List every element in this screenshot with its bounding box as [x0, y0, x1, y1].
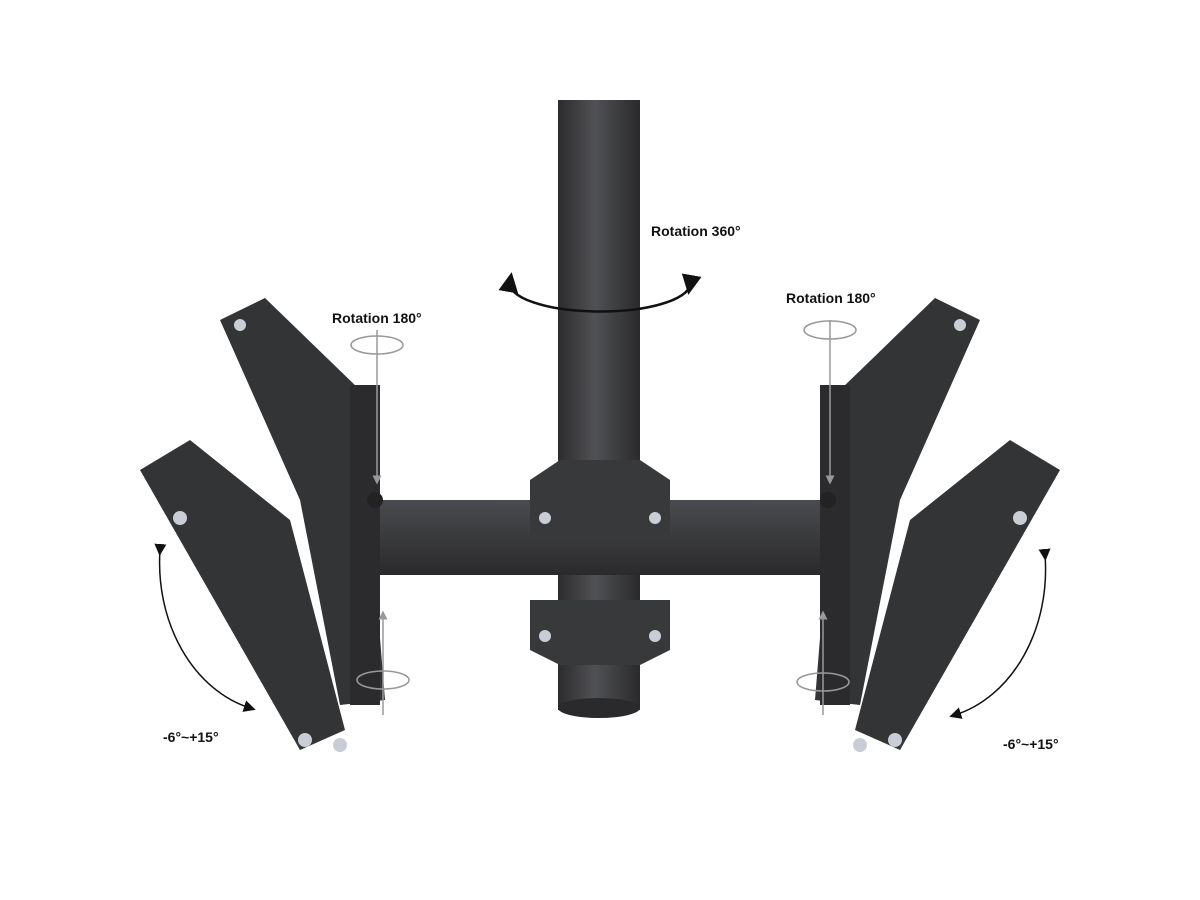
pole-clamp-lower	[530, 600, 670, 665]
rotation-180-arrow-icons	[350, 320, 857, 715]
center-rotation-label: Rotation 360°	[651, 223, 741, 239]
right-rotation-label: Rotation 180°	[786, 290, 876, 306]
left-rotation-label: Rotation 180°	[332, 310, 422, 326]
right-tilt-label: -6°~+15°	[1003, 736, 1059, 752]
pole-clamp-upper	[530, 460, 670, 540]
right-bracket	[815, 298, 1060, 752]
rotation-360-arrow-icon	[498, 272, 702, 313]
left-tilt-label: -6°~+15°	[163, 729, 219, 745]
left-tilt-arrow-icon	[154, 543, 256, 712]
right-tilt-arrow-icon	[949, 548, 1051, 719]
left-bracket	[140, 298, 385, 752]
